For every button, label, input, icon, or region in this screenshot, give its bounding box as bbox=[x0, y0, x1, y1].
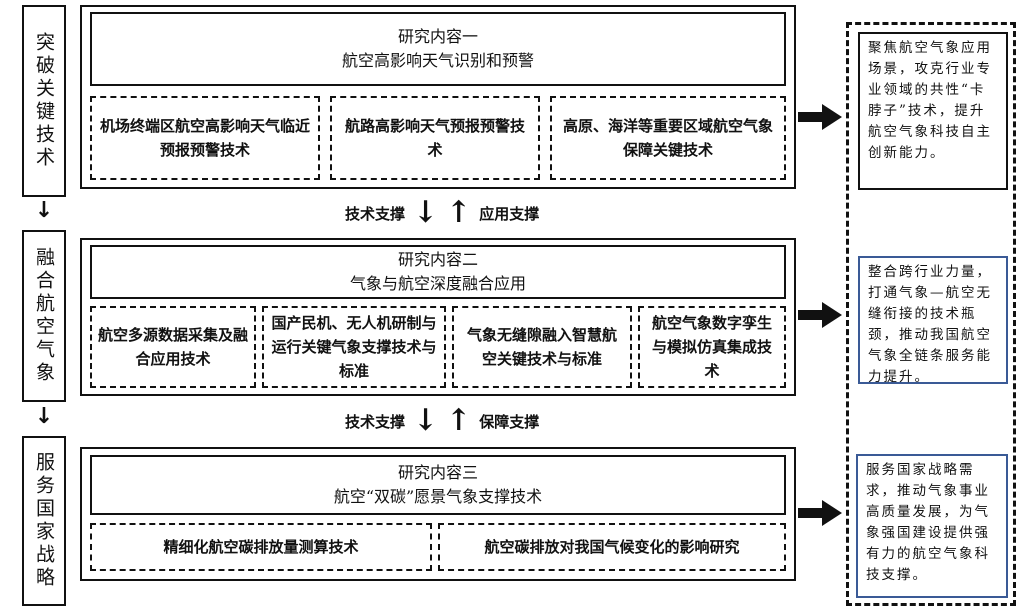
tech-item-label: 气象无缝隙融入智慧航空关键技术与标准 bbox=[466, 326, 617, 368]
link-label-right: 保障支撑 bbox=[479, 412, 540, 431]
link-2: 技术支撑 ↓↑ 保障支撑 bbox=[345, 401, 539, 441]
research-content-2-header: 研究内容二 气象与航空深度融合应用 bbox=[90, 245, 786, 299]
stage-box-fusion: 融合航空气象 bbox=[22, 230, 66, 402]
tech-item-label: 航空多源数据采集及融合应用技术 bbox=[98, 326, 249, 368]
content-title: 研究内容三 bbox=[397, 463, 478, 482]
tech-item: 国产民机、无人机研制与运行关键气象支撑技术与标准 bbox=[262, 306, 446, 388]
goal-text: 整合跨行业力量，打通气象—航空无缝衔接的技术瓶颈，推动我国航空气象全链条服务能力… bbox=[868, 264, 992, 385]
tech-item: 航空碳排放对我国气候变化的影响研究 bbox=[438, 523, 786, 571]
tech-item: 机场终端区航空高影响天气临近预报预警技术 bbox=[90, 96, 320, 180]
tech-item-label: 精细化航空碳排放量测算技术 bbox=[163, 538, 359, 556]
stage-label: 服务国家战略 bbox=[33, 452, 55, 590]
arrow-up-icon: ↑ bbox=[446, 403, 472, 438]
tech-item-label: 国产民机、无人机研制与运行关键气象支撑技术与标准 bbox=[271, 314, 437, 380]
research-content-3-header: 研究内容三 航空“双碳”愿景气象支撑技术 bbox=[90, 455, 786, 515]
goal-note-2: 整合跨行业力量，打通气象—航空无缝衔接的技术瓶颈，推动我国航空气象全链条服务能力… bbox=[858, 256, 1008, 385]
stage-label: 突破关键技术 bbox=[33, 32, 55, 170]
arrow-down-icon: ↓ bbox=[34, 198, 54, 223]
tech-item-label: 高原、海洋等重要区域航空气象保障关键技术 bbox=[562, 117, 773, 159]
arrow-up-icon: ↑ bbox=[446, 195, 472, 230]
research-content-1-header: 研究内容一 航空高影响天气识别和预警 bbox=[90, 12, 786, 86]
content-title: 研究内容二 bbox=[397, 250, 478, 269]
arrow-right-icon bbox=[798, 302, 842, 328]
tech-item-label: 航路高影响天气预报预警技术 bbox=[344, 117, 525, 159]
content-subtitle: 航空“双碳”愿景气象支撑技术 bbox=[333, 487, 543, 506]
arrow-right-icon bbox=[798, 500, 842, 526]
goal-text: 聚焦航空气象应用场景，攻克行业专业领域的共性“卡脖子”技术，提升航空气象科技自主… bbox=[868, 40, 992, 161]
tech-item: 气象无缝隙融入智慧航空关键技术与标准 bbox=[452, 306, 632, 388]
tech-item: 精细化航空碳排放量测算技术 bbox=[90, 523, 432, 571]
content-title: 研究内容一 bbox=[397, 27, 478, 46]
stage-box-breakthrough: 突破关键技术 bbox=[22, 5, 66, 197]
content-subtitle: 航空高影响天气识别和预警 bbox=[341, 51, 534, 70]
link-label-left: 技术支撑 bbox=[345, 412, 406, 431]
arrow-down-icon: ↓ bbox=[413, 195, 439, 230]
tech-item-label: 机场终端区航空高影响天气临近预报预警技术 bbox=[99, 117, 310, 159]
goal-note-1: 聚焦航空气象应用场景，攻克行业专业领域的共性“卡脖子”技术，提升航空气象科技自主… bbox=[858, 32, 1008, 190]
goal-text: 服务国家战略需求，推动气象事业高质量发展，为气象强国建设提供强有力的航空气象科技… bbox=[866, 462, 990, 583]
stage-box-service: 服务国家战略 bbox=[22, 436, 66, 606]
arrow-down-icon: ↓ bbox=[413, 403, 439, 438]
tech-item-label: 航空气象数字孪生与模拟仿真集成技术 bbox=[651, 314, 772, 380]
link-label-left: 技术支撑 bbox=[345, 204, 406, 223]
tech-item: 航空多源数据采集及融合应用技术 bbox=[90, 306, 256, 388]
link-1: 技术支撑 ↓↑ 应用支撑 bbox=[345, 193, 539, 233]
tech-item: 航空气象数字孪生与模拟仿真集成技术 bbox=[638, 306, 786, 388]
tech-item: 高原、海洋等重要区域航空气象保障关键技术 bbox=[550, 96, 786, 180]
arrow-down-icon: ↓ bbox=[34, 404, 54, 429]
arrow-right-icon bbox=[798, 104, 842, 130]
tech-item: 航路高影响天气预报预警技术 bbox=[330, 96, 540, 180]
tech-item-label: 航空碳排放对我国气候变化的影响研究 bbox=[484, 538, 740, 556]
goal-note-3: 服务国家战略需求，推动气象事业高质量发展，为气象强国建设提供强有力的航空气象科技… bbox=[856, 454, 1008, 598]
stage-label: 融合航空气象 bbox=[33, 247, 55, 385]
goals-panel bbox=[846, 22, 1016, 606]
link-label-right: 应用支撑 bbox=[479, 204, 540, 223]
content-subtitle: 气象与航空深度融合应用 bbox=[349, 274, 526, 293]
